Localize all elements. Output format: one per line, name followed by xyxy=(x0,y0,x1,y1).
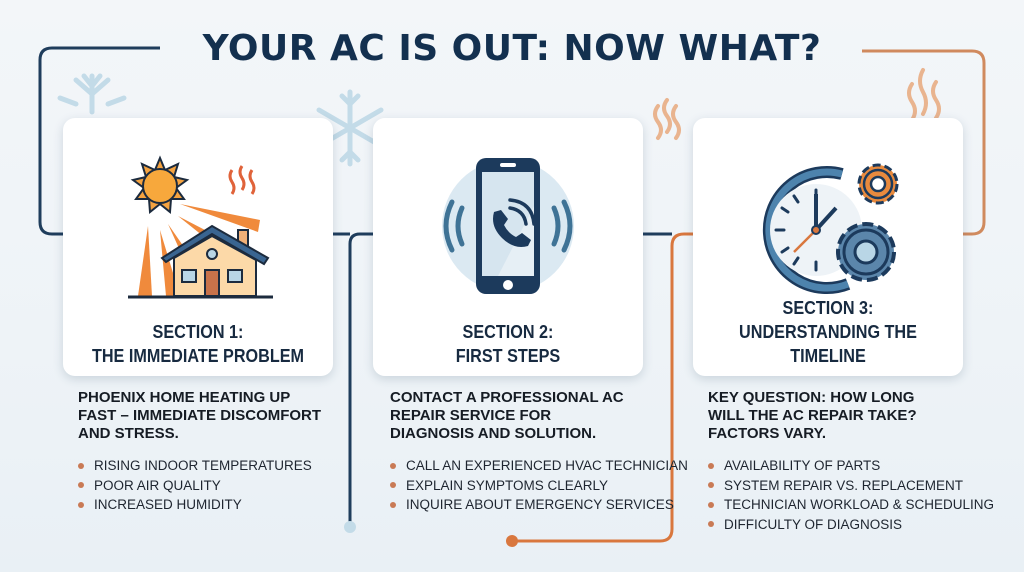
heat-waves-icon xyxy=(653,98,681,140)
bullet-dot-icon xyxy=(708,482,714,489)
section-2-bullets: CALL AN EXPERIENCED HVAC TECHNICIAN EXPL… xyxy=(390,456,688,515)
section-1-heading: SECTION 1: THE IMMEDIATE PROBLEM xyxy=(91,322,305,366)
section-3-heading: SECTION 3: UNDERSTANDING THE TIMELINE xyxy=(739,298,917,366)
section-2-description: CONTACT A PROFESSIONAL AC REPAIR SERVICE… xyxy=(390,389,624,442)
section-3-card: SECTION 3: UNDERSTANDING THE TIMELINE xyxy=(693,118,963,376)
bullet-dot-icon xyxy=(78,501,84,508)
section-3-bullets: AVAILABILITY OF PARTS SYSTEM REPAIR VS. … xyxy=(708,456,994,534)
snowflake-icon xyxy=(57,73,127,115)
bullet-dot-icon xyxy=(78,462,84,469)
sun-house-icon xyxy=(128,155,273,299)
bullet-item: AVAILABILITY OF PARTS xyxy=(708,456,994,476)
bullet-item: INCREASED HUMIDITY xyxy=(78,495,312,515)
bullet-dot-icon xyxy=(390,501,396,508)
section-1-bullets: RISING INDOOR TEMPERATURES POOR AIR QUAL… xyxy=(78,456,312,515)
section-1-card: SECTION 1: THE IMMEDIATE PROBLEM xyxy=(63,118,333,376)
bullet-item: SYSTEM REPAIR VS. REPLACEMENT xyxy=(708,476,994,496)
bullet-item: TECHNICIAN WORKLOAD & SCHEDULING xyxy=(708,495,994,515)
bullet-item: EXPLAIN SYMPTOMS CLEARLY xyxy=(390,476,688,496)
page-title: YOUR AC IS OUT: NOW WHAT? xyxy=(202,28,822,69)
phone-call-icon xyxy=(442,158,574,294)
section-2-card: SECTION 2: FIRST STEPS xyxy=(373,118,643,376)
bullet-dot-icon xyxy=(708,462,714,469)
bullet-item: INQUIRE ABOUT EMERGENCY SERVICES xyxy=(390,495,688,515)
heat-waves-icon xyxy=(907,68,941,122)
clock-gears-icon xyxy=(762,163,899,294)
section-2-heading: SECTION 2: FIRST STEPS xyxy=(455,322,561,366)
bullet-item: CALL AN EXPERIENCED HVAC TECHNICIAN xyxy=(390,456,688,476)
bullet-item: DIFFICULTY OF DIAGNOSIS xyxy=(708,515,994,535)
bullet-dot-icon xyxy=(78,482,84,489)
snowflake-icon xyxy=(316,89,384,167)
section-1-description: PHOENIX HOME HEATING UP FAST – IMMEDIATE… xyxy=(78,389,322,442)
bullet-item: POOR AIR QUALITY xyxy=(78,476,312,496)
bullet-dot-icon xyxy=(390,482,396,489)
bullet-dot-icon xyxy=(390,462,396,469)
bullet-dot-icon xyxy=(708,521,714,528)
bullet-dot-icon xyxy=(708,501,714,508)
section-3-description: KEY QUESTION: HOW LONG WILL THE AC REPAI… xyxy=(708,389,917,442)
bullet-item: RISING INDOOR TEMPERATURES xyxy=(78,456,312,476)
